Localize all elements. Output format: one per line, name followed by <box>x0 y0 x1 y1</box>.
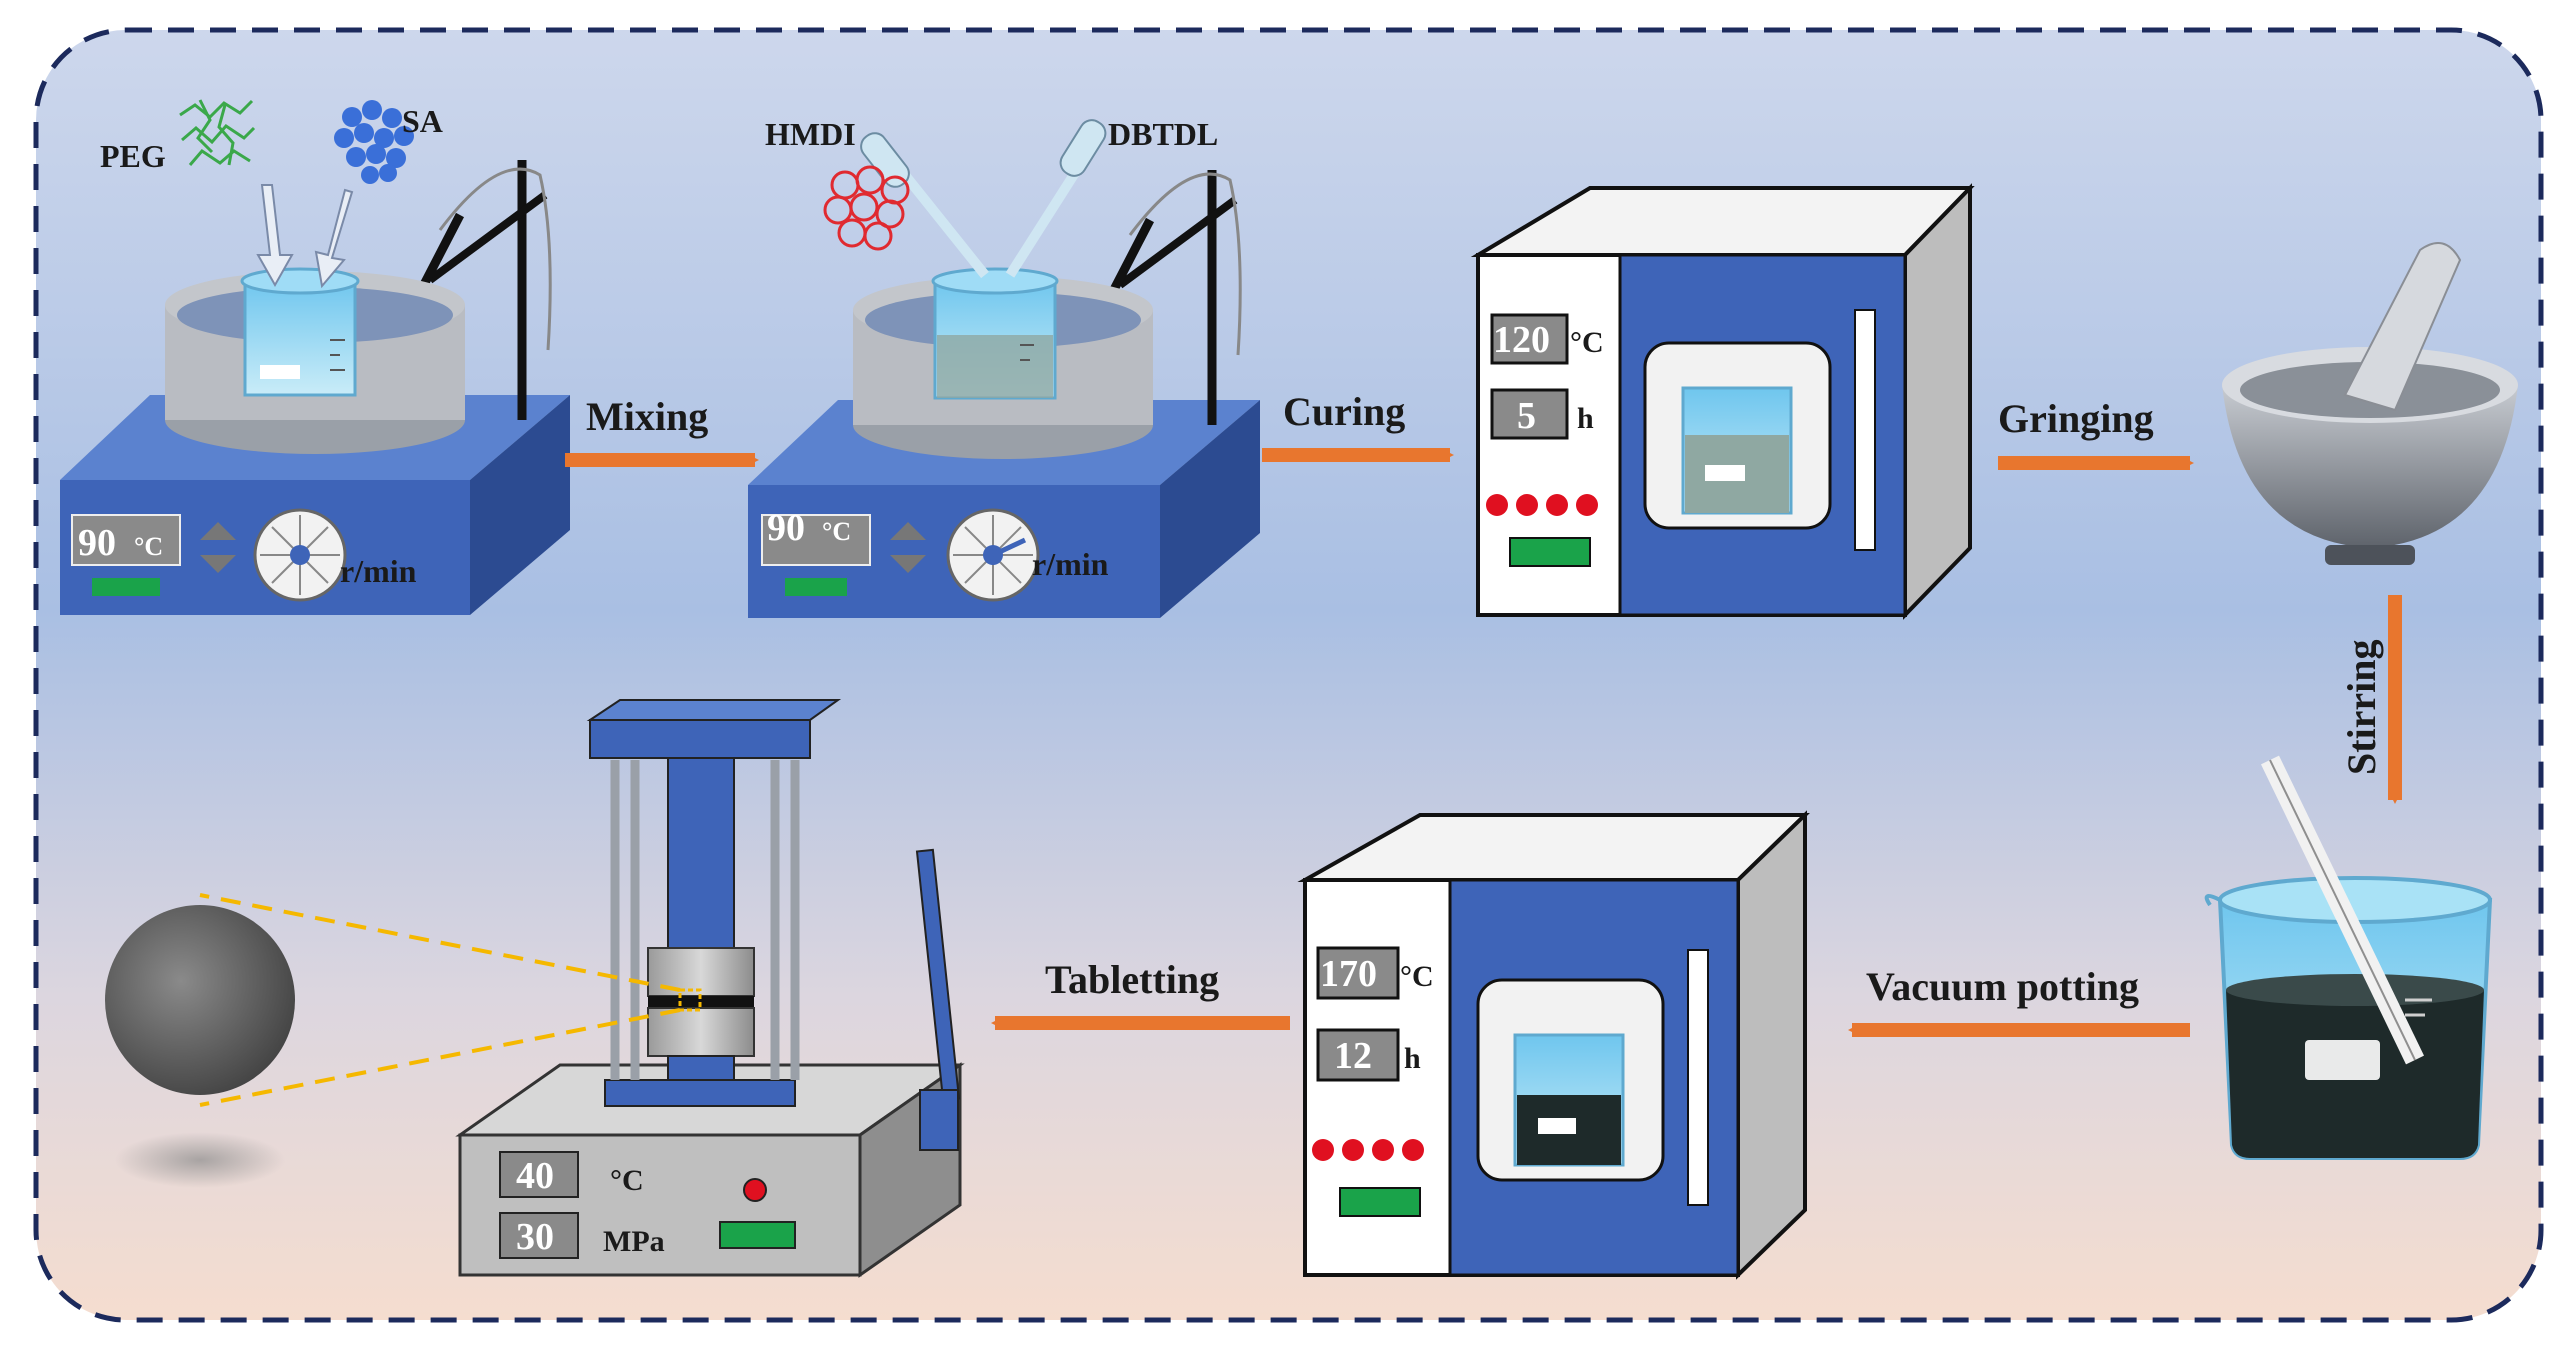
sa-particles-icon <box>334 100 414 184</box>
press-temp-unit: °C <box>610 1164 644 1197</box>
hotplate2-temp-unit: °C <box>822 517 851 546</box>
panel-background <box>36 30 2541 1320</box>
oven1-temp-value: 120 <box>1493 319 1550 361</box>
hotplate1-speed-unit: r/min <box>340 553 417 589</box>
hotplate2-temp-value: 90 <box>767 507 805 549</box>
peg-label: PEG <box>100 138 166 174</box>
mixing-label: Mixing <box>586 394 708 439</box>
stirring-label: Stirring <box>2339 639 2384 775</box>
hotplate2-speed-unit: r/min <box>1032 546 1109 582</box>
oven2-temp-unit: °C <box>1400 960 1434 993</box>
peg-inlet-arrow <box>256 184 294 288</box>
mortar-and-pestle-icon <box>2222 241 2518 565</box>
drying-oven-icon <box>1470 183 1975 620</box>
oven1-time-value: 5 <box>1517 395 1536 437</box>
grinding-label: Gringing <box>1998 396 2154 441</box>
hotplate1-temp-value: 90 <box>78 522 116 564</box>
hmdi-rings-icon <box>823 165 910 251</box>
hmdi-label: HMDI <box>765 116 856 152</box>
vacuum-potting-label: Vacuum potting <box>1866 964 2139 1009</box>
dropper-icon <box>1005 119 1107 278</box>
pellet-shadow <box>115 1132 285 1188</box>
panel-border <box>33 27 2544 1323</box>
zoom-line-bottom <box>199 1008 681 1107</box>
oven2-time-unit: h <box>1404 1042 1421 1075</box>
tabletting-label: Tabletting <box>1045 957 1219 1002</box>
press-temp-value: 40 <box>516 1155 554 1197</box>
oven1-temp-unit: °C <box>1570 326 1604 359</box>
sa-label: SA <box>402 103 443 139</box>
zoom-line-top <box>199 893 681 992</box>
dbtdl-label: DBTDL <box>1108 116 1218 152</box>
hotplate-stirrer-2 <box>748 170 1260 618</box>
peg-molecule-icon <box>179 99 256 166</box>
oven1-time-unit: h <box>1577 402 1594 435</box>
press-pressure-unit: MPa <box>603 1225 665 1258</box>
curing-label: Curing <box>1283 389 1405 434</box>
hotplate1-temp-unit: °C <box>134 532 163 561</box>
hotplate-stirrer-1 <box>60 160 570 615</box>
pellet-sample-icon <box>105 905 295 1095</box>
beaker-icon <box>2204 755 2493 1160</box>
oven2-time-value: 12 <box>1334 1035 1372 1077</box>
drying-oven-icon <box>1297 810 1810 1280</box>
tablet-press-icon <box>455 699 965 1278</box>
sa-inlet-arrow <box>314 188 354 289</box>
press-pressure-value: 30 <box>516 1216 554 1258</box>
oven2-temp-value: 170 <box>1320 953 1377 995</box>
